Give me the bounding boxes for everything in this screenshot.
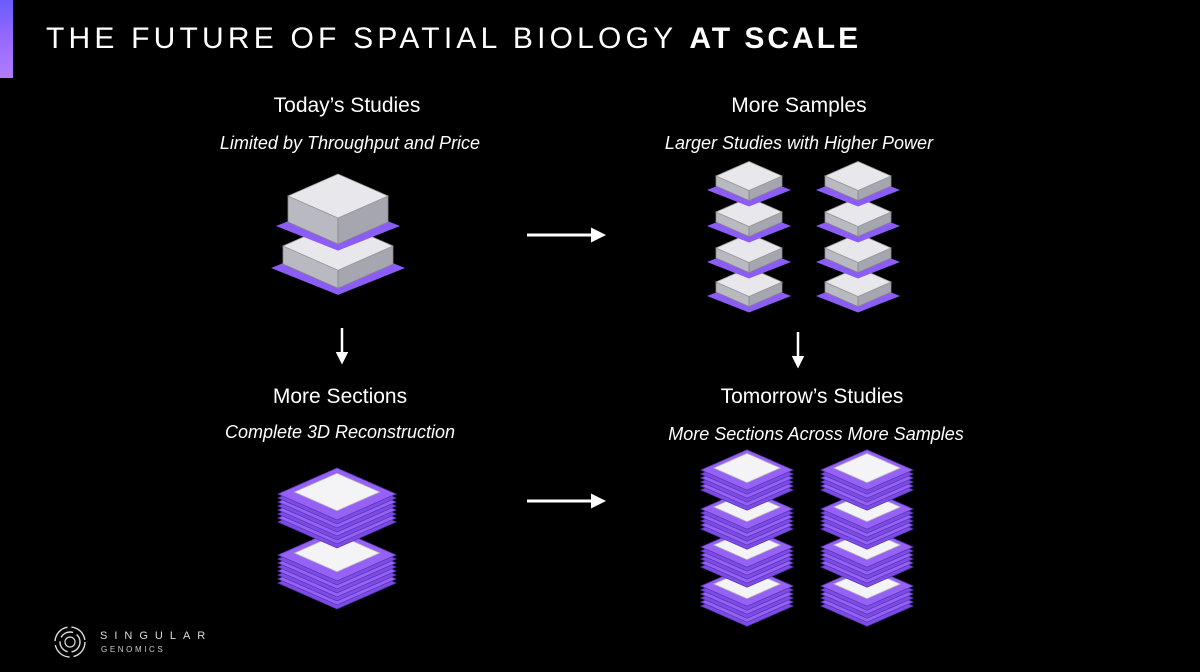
block-top (715, 161, 783, 191)
block-top (824, 197, 892, 227)
accent-bar (0, 0, 13, 78)
more-samples-block-stacks (707, 161, 900, 313)
today-heading: Today’s Studies (273, 94, 421, 117)
logo-wordmark: SINGULAR (100, 630, 213, 642)
today-subheading: Limited by Throughput and Price (219, 133, 481, 153)
more-sections-heading: More Sections (272, 385, 408, 408)
more-samples-subheading: Larger Studies with Higher Power (664, 133, 934, 153)
tomorrow-heading: Tomorrow’s Studies (720, 385, 904, 408)
tomorrow-block-stacks (700, 449, 914, 627)
logo-subtext: GENOMICS (101, 645, 166, 654)
tomorrow-subheading: More Sections Across More Samples (668, 424, 964, 444)
more-samples-heading: More Samples (731, 94, 867, 117)
block-top (824, 233, 892, 263)
block-top (715, 233, 783, 263)
today-block-stack (271, 173, 405, 295)
more-sections-block-stack (277, 467, 397, 610)
block-top (715, 197, 783, 227)
singular-genomics-logo-icon (54, 626, 86, 658)
slide-title: THE FUTURE OF SPATIAL BIOLOGY AT SCALE (46, 22, 861, 56)
block-top (287, 173, 389, 219)
more-sections-subheading: Complete 3D Reconstruction (224, 422, 456, 442)
title-bold: AT SCALE (689, 22, 862, 55)
title-regular: THE FUTURE OF SPATIAL BIOLOGY (46, 22, 690, 55)
section-top (712, 452, 782, 484)
section-top (293, 472, 381, 512)
section-top (832, 452, 902, 484)
block-top (824, 161, 892, 191)
